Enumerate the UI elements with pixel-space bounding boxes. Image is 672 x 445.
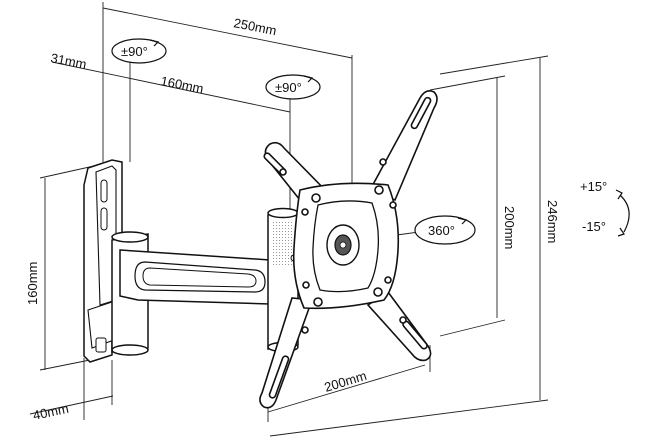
vesa-bracket (259, 90, 438, 409)
label-vesa-horizontal: 200mm (322, 368, 368, 395)
label-wall-plate-height: 160mm (25, 262, 40, 305)
rotation-callouts (111, 38, 630, 245)
label-head-rotation: 360° (428, 223, 455, 238)
label-vesa-vertical: 200mm (502, 206, 517, 249)
label-arm-swivel: ±90° (275, 80, 302, 95)
arm-swivel-callout (265, 74, 321, 100)
label-total-reach: 250mm (232, 15, 277, 38)
head-rotation-callout (414, 215, 476, 245)
label-tilt-down: -15° (582, 219, 606, 234)
rotation-labels: ±90° ±90° 360° +15° -15° (121, 44, 607, 238)
label-tilt-up: +15° (580, 179, 607, 194)
tilt-arc-icon (619, 194, 630, 233)
wall-swivel-callout (111, 38, 167, 64)
label-wall-offset: 31mm (49, 50, 87, 72)
wall-plate (83, 159, 123, 363)
label-overall-height: 246mm (545, 200, 560, 243)
label-wall-plate-depth: 40mm (32, 401, 70, 423)
articulating-arm (111, 207, 301, 356)
label-arm-length: 160mm (159, 73, 204, 96)
label-wall-swivel: ±90° (121, 44, 148, 59)
